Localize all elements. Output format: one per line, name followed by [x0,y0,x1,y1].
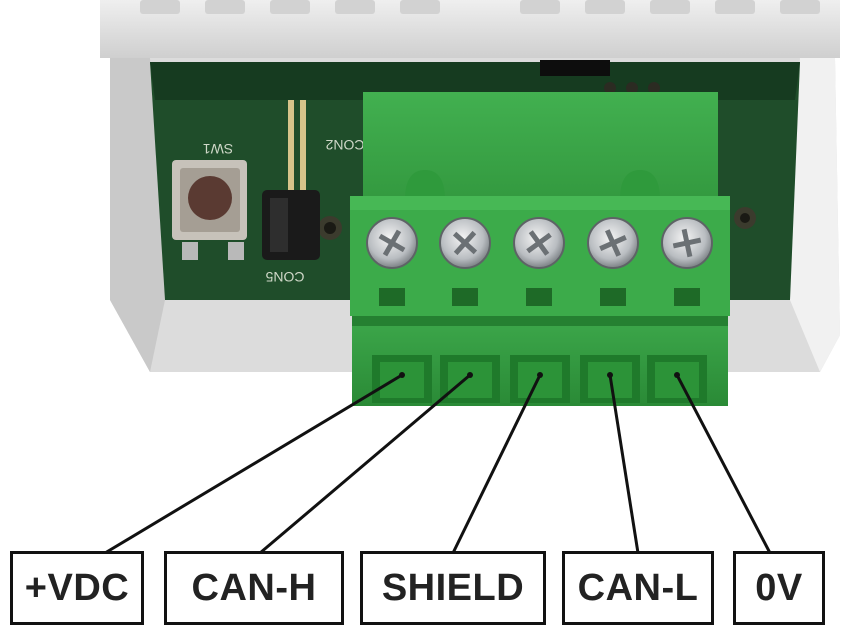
leader-can-h [259,373,471,555]
label-shield: SHIELD [360,551,546,625]
screw-vdc [366,217,418,306]
con2-silkscreen: CON2 [325,137,364,153]
screw-0v [661,217,713,306]
jumper-header [262,100,320,260]
housing-top [100,0,840,58]
label-text-vdc: +VDC [24,566,130,609]
leader-0v [675,374,772,554]
label-text-can-h: CAN-H [191,566,317,609]
label-text-shield: SHIELD [381,566,525,609]
leader-can-l [608,374,640,554]
screw-row [366,217,713,306]
label-text-can-l: CAN-L [577,566,699,609]
leader-shield [451,374,542,554]
switch-silkscreen: SW1 [203,141,234,157]
con5-silkscreen: CON5 [265,269,304,285]
label-vdc: +VDC [10,551,144,625]
label-0v: 0V [733,551,825,625]
wire-entry-row [372,355,707,403]
leader-vdc [104,373,403,555]
label-text-0v: 0V [755,566,803,609]
screw-can-l [587,217,639,306]
screw-shield [513,217,565,306]
label-can-l: CAN-L [562,551,714,625]
label-can-h: CAN-H [164,551,344,625]
leader-lines [104,372,772,555]
screw-can-h [439,217,491,306]
tactile-switch [172,160,247,260]
